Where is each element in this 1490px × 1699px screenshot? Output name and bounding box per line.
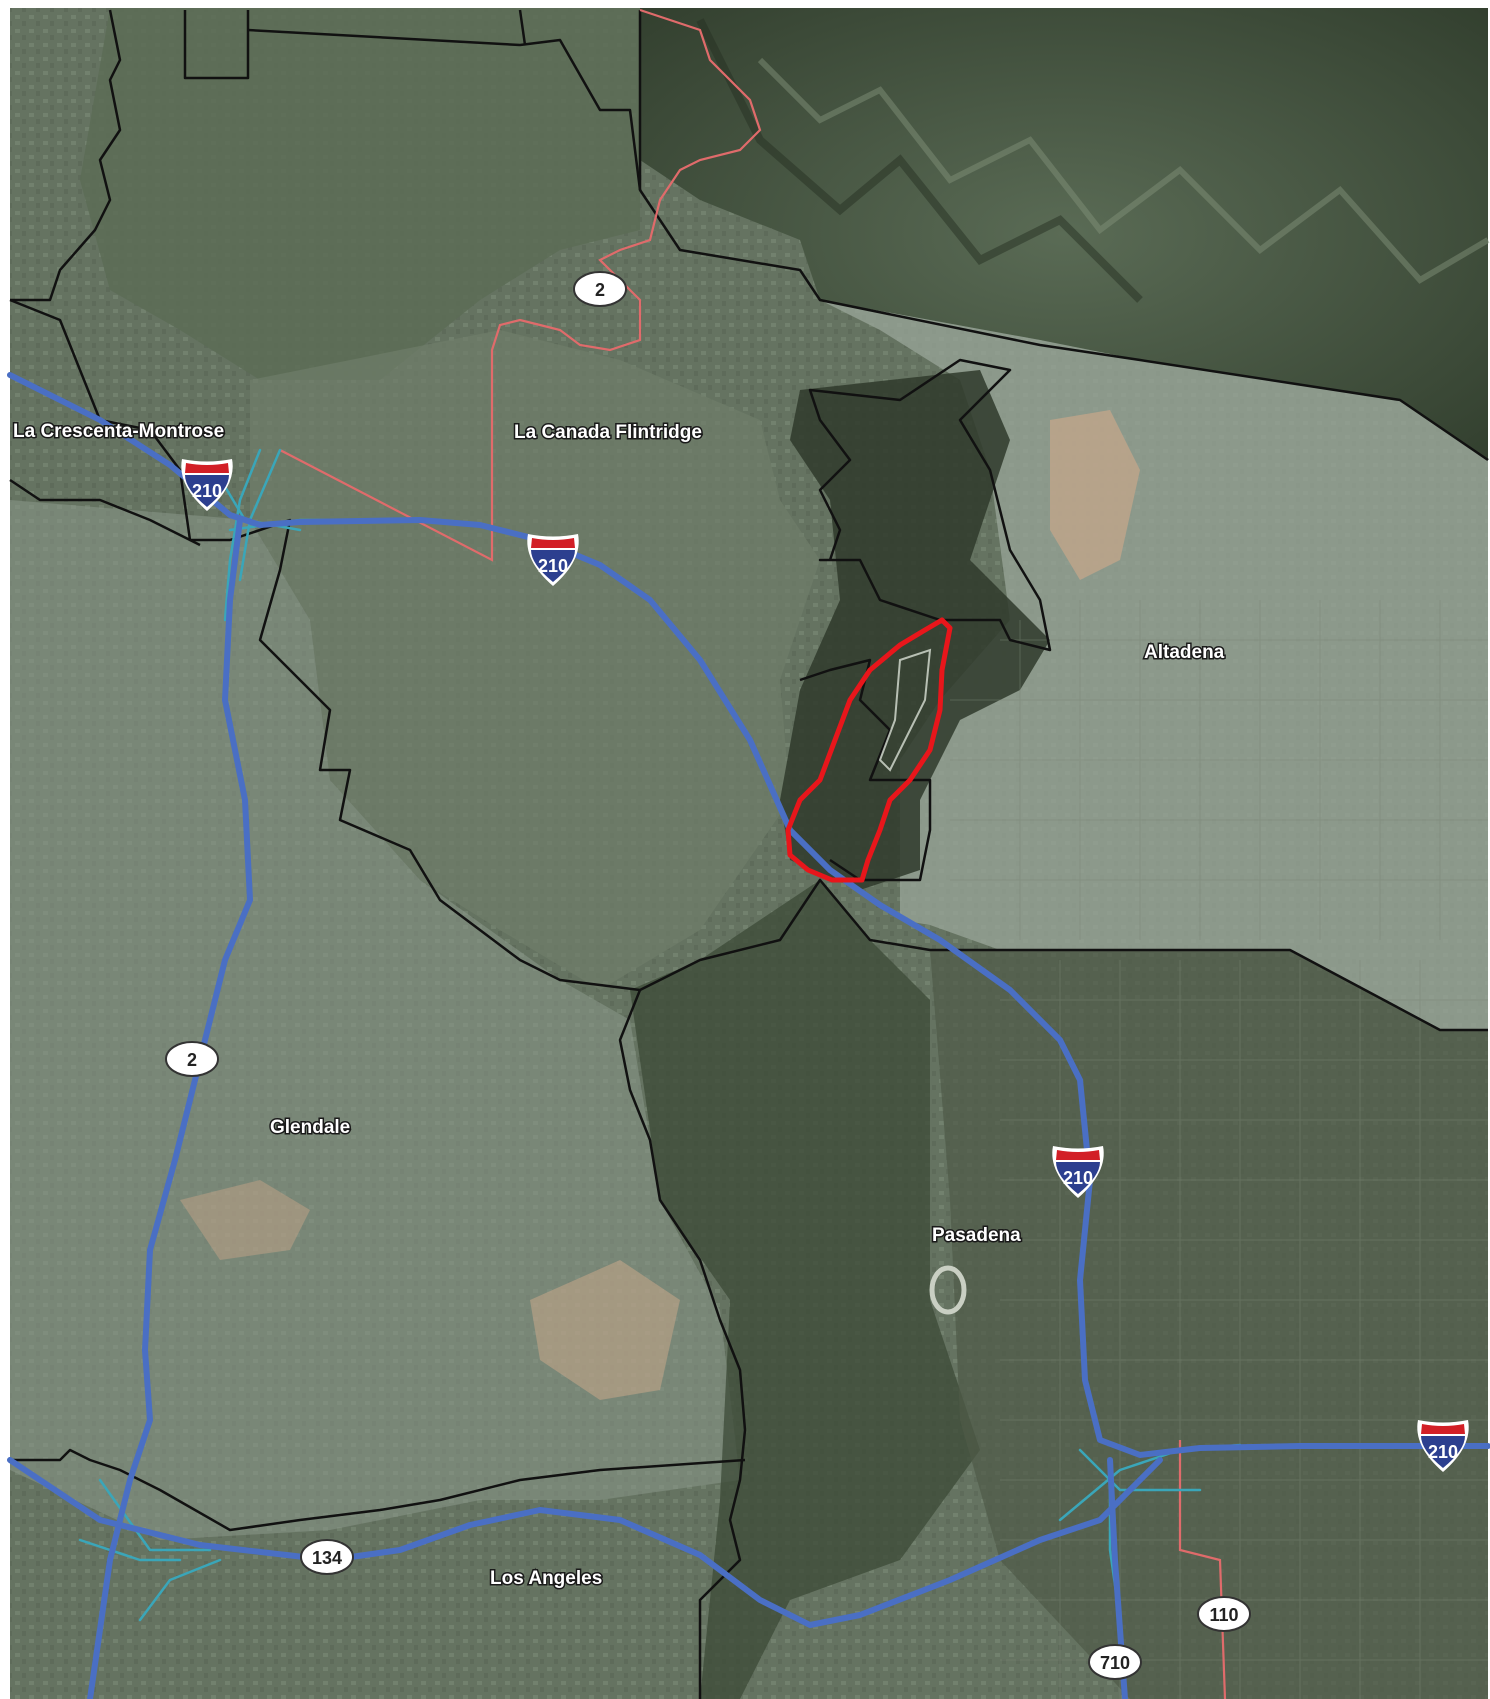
mountain-ridge <box>696 18 1143 303</box>
place-label-altadena: Altadena <box>1144 642 1225 663</box>
study-area-inner <box>878 648 932 772</box>
mountain-ridge <box>757 57 1490 284</box>
shield-number: 710 <box>1100 1653 1130 1673</box>
shield-number: 210 <box>538 556 568 576</box>
route-shield-2: 2 <box>573 271 627 307</box>
street-grid <box>950 600 1488 1699</box>
shield-number: 210 <box>1063 1168 1093 1188</box>
sr2-route <box>87 517 253 1699</box>
city-limit-line <box>279 8 762 562</box>
la-canada-area <box>250 330 820 990</box>
stadium <box>929 1265 967 1315</box>
interstate-shield-210: 210 <box>1052 1146 1104 1198</box>
glendale-area <box>10 500 740 1540</box>
study-area-outline[interactable] <box>785 617 953 883</box>
place-label-la-crescenta: La Crescenta-Montrose <box>13 421 224 442</box>
place-label-la-canada: La Canada Flintridge <box>514 422 702 443</box>
route-shield-110: 110 <box>1197 1596 1251 1632</box>
shield-number: 110 <box>1209 1605 1238 1625</box>
route-shield-134: 134 <box>300 1539 354 1575</box>
shield-number: 2 <box>187 1050 197 1070</box>
place-label-los-angeles: Los Angeles <box>490 1568 602 1589</box>
arroyo-area <box>630 880 980 1699</box>
shield-number: 2 <box>595 280 605 300</box>
route-shield-710: 710 <box>1088 1644 1142 1680</box>
shield-number: 210 <box>1428 1442 1458 1462</box>
hills-northwest <box>80 8 640 380</box>
interstate-shield-210: 210 <box>1417 1420 1469 1472</box>
route-shield-2: 2 <box>165 1041 219 1077</box>
freeway-network <box>7 372 1490 1699</box>
quarry-patch <box>180 1180 310 1260</box>
quarry-patch <box>530 1260 680 1400</box>
place-label-glendale: Glendale <box>270 1117 350 1138</box>
interstate-shield-210: 210 <box>181 459 233 511</box>
shield-number: 134 <box>312 1548 342 1568</box>
interstate-shield-210: 210 <box>527 534 579 586</box>
canyon-strip <box>780 370 1050 890</box>
place-label-pasadena: Pasadena <box>932 1225 1021 1246</box>
altadena-area <box>820 300 1488 1030</box>
quarry-patch <box>1050 410 1140 580</box>
mountain-terrain <box>640 8 1488 460</box>
shield-number: 210 <box>192 481 222 501</box>
i210-route <box>7 372 1490 1458</box>
